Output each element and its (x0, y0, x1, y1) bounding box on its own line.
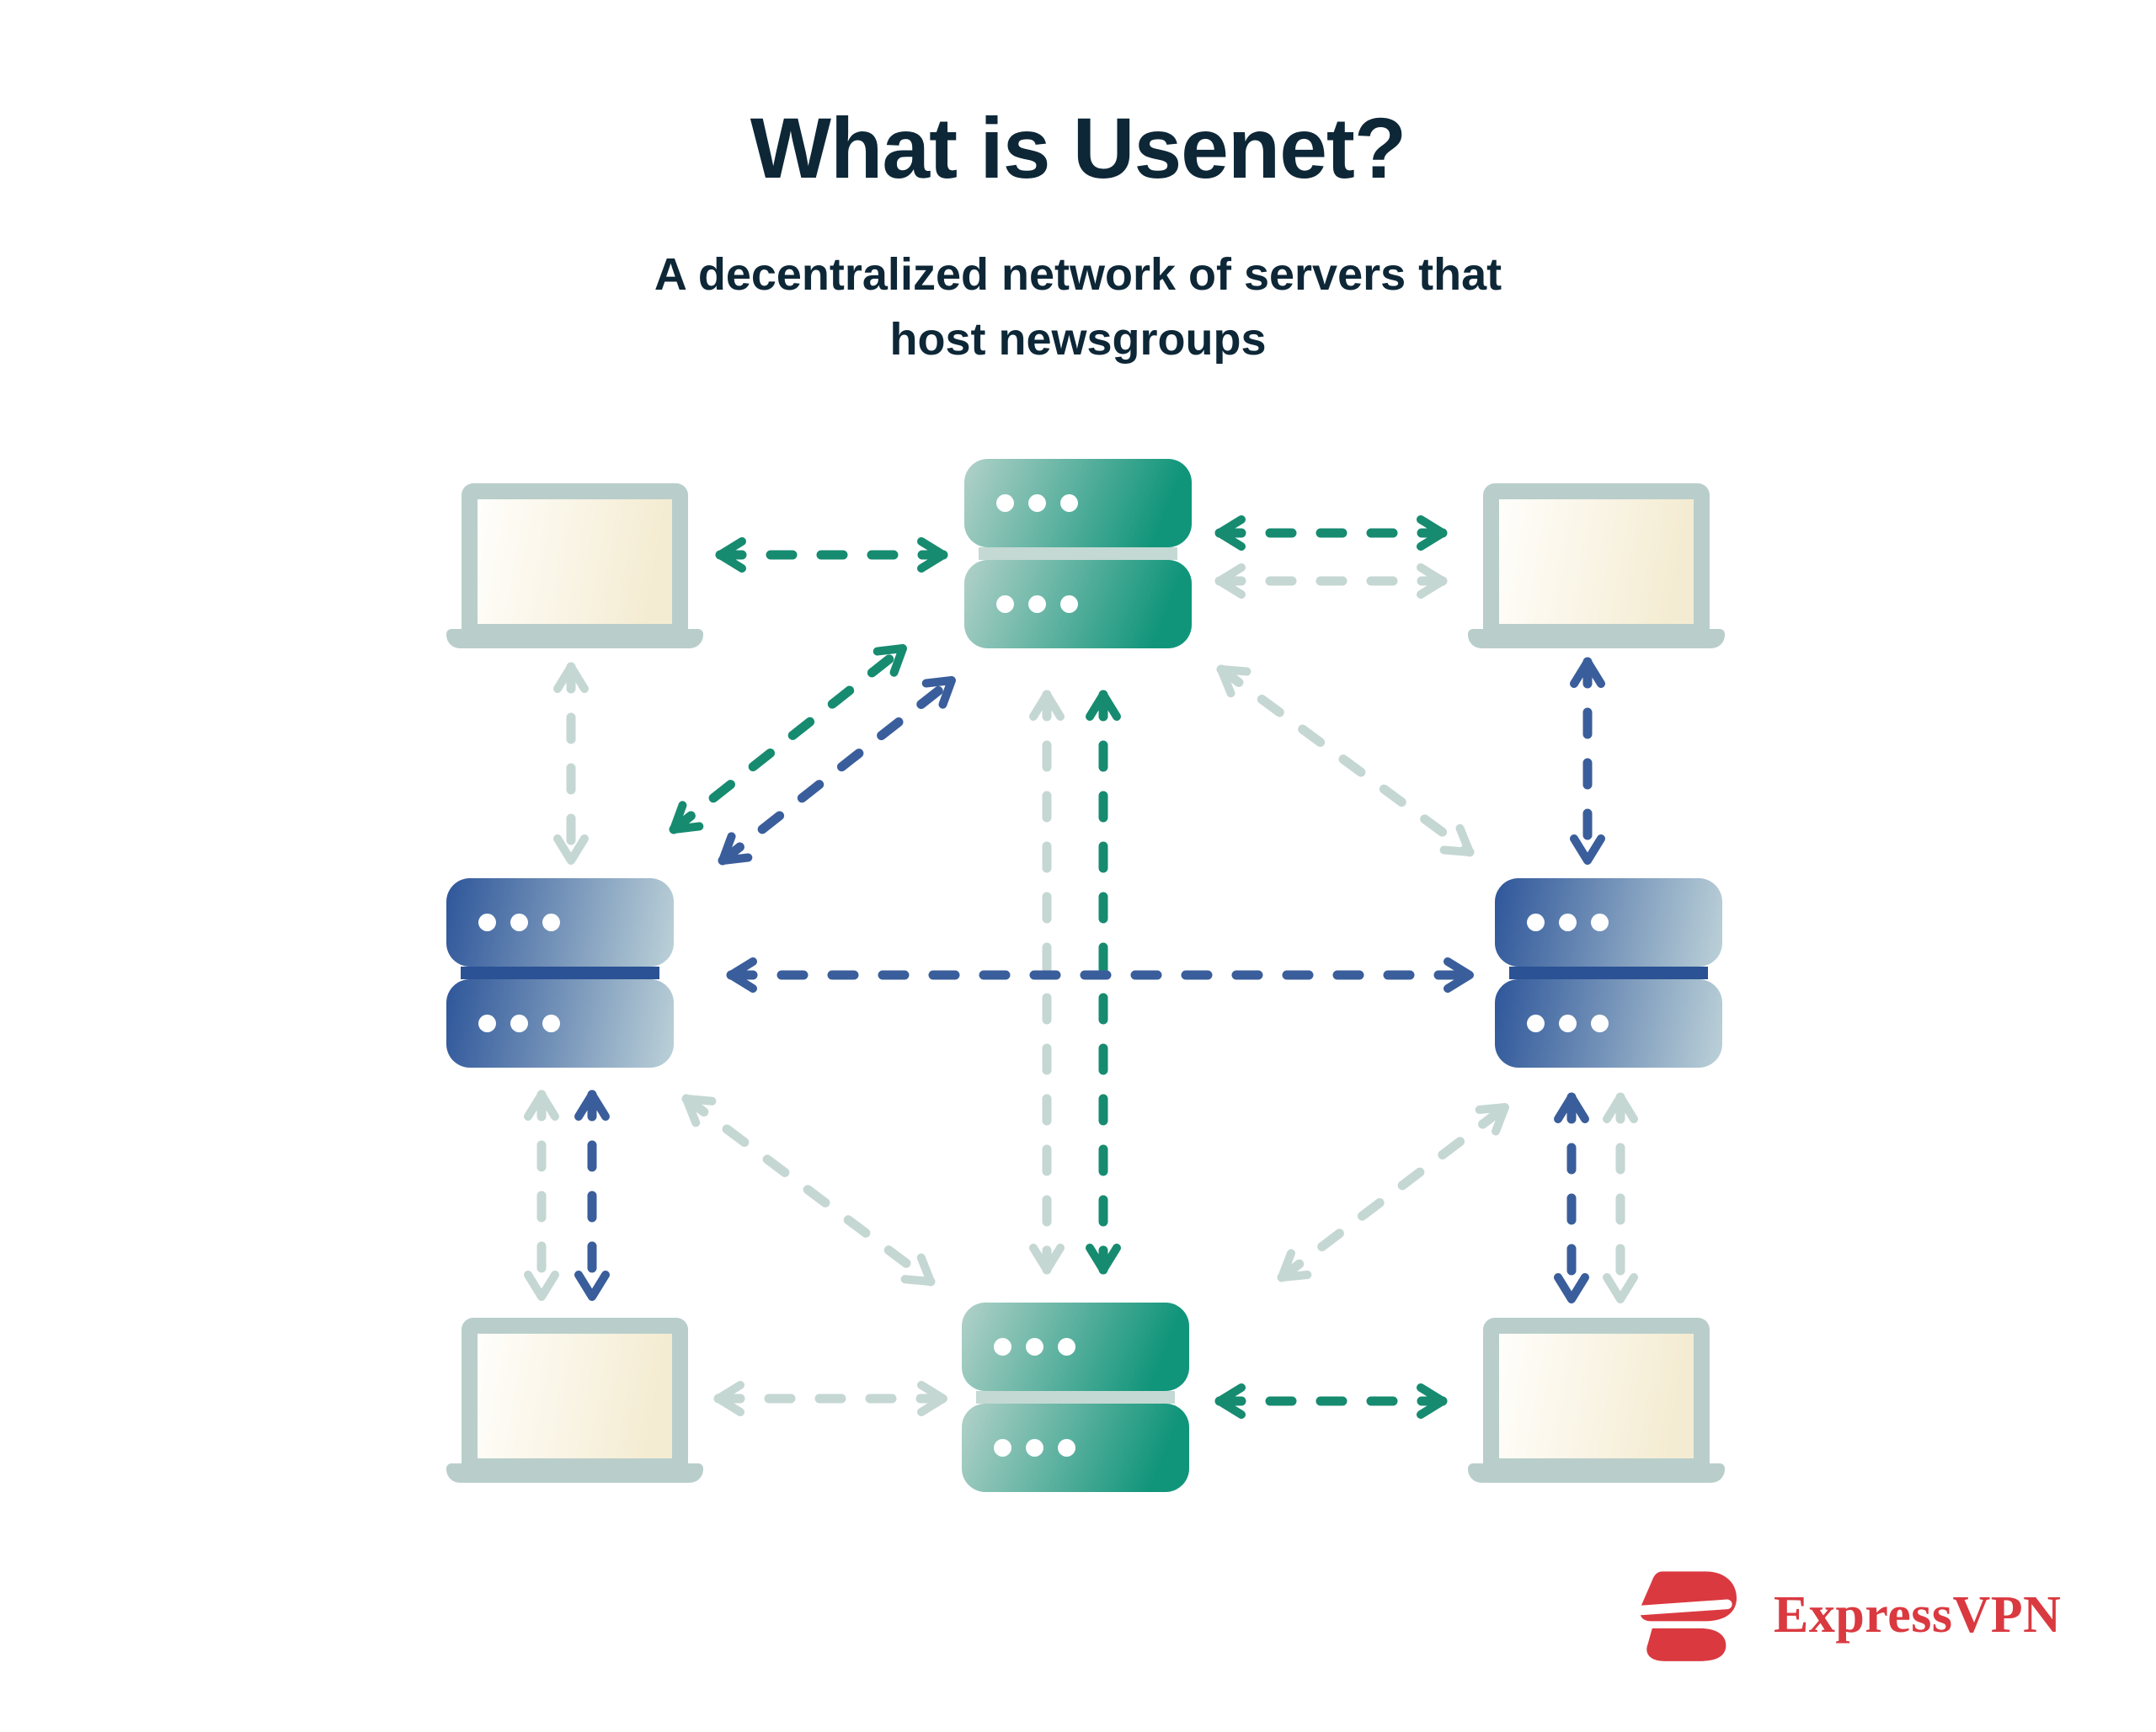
server-slab-top (964, 459, 1192, 547)
laptop-bottom-right (1468, 1318, 1725, 1483)
server-bottom (962, 1303, 1189, 1492)
laptop-base (446, 629, 703, 648)
server-led-dot (996, 494, 1014, 512)
laptop-screen-glass (1499, 499, 1694, 624)
server-led-dot (1527, 914, 1545, 931)
subtitle-line-1: A decentralized network of servers that (654, 249, 1502, 300)
page-subtitle: A decentralized network of servers that h… (0, 242, 2156, 371)
laptop-screen (1483, 483, 1710, 632)
server-led-dot (1058, 1439, 1075, 1457)
expressvpn-wordmark: ExpressVPN (1774, 1585, 2062, 1644)
laptop-base (1468, 1463, 1725, 1483)
arrow-server-left--server-bottom (681, 1094, 936, 1287)
server-led-dot (510, 914, 528, 931)
arrow-server-left--server-top-navy (718, 675, 957, 866)
arrow-server-left--server-top-green (669, 643, 908, 834)
arrow-server-right--server-bottom (1277, 1102, 1510, 1282)
server-slab-bottom (964, 560, 1192, 648)
laptop-base (1468, 629, 1725, 648)
laptop-screen-glass (1499, 1334, 1694, 1458)
laptop-screen (462, 1318, 688, 1466)
server-led-dot (542, 914, 560, 931)
server-led-dot (1026, 1338, 1043, 1356)
server-right (1495, 878, 1722, 1068)
server-led-dot (1527, 1015, 1545, 1032)
laptop-screen-glass (478, 499, 672, 624)
subtitle-line-2: host newsgroups (889, 313, 1267, 365)
server-led-dot (1591, 914, 1609, 931)
server-led-dot (1060, 494, 1078, 512)
server-led-dot (478, 914, 496, 931)
laptop-top-right (1468, 483, 1725, 648)
server-slab-top (962, 1303, 1189, 1391)
server-slab-bottom (1495, 979, 1722, 1068)
server-led-dot (1559, 1015, 1577, 1032)
server-led-dot (1026, 1439, 1043, 1457)
laptop-bottom-left (446, 1318, 703, 1483)
brand-footer: ExpressVPN (1625, 1566, 2061, 1664)
server-slab-top (1495, 878, 1722, 967)
server-top (964, 459, 1192, 648)
server-left (446, 878, 674, 1068)
server-led-dot (1060, 595, 1078, 613)
server-divider (979, 547, 1177, 560)
server-led-dot (478, 1015, 496, 1032)
server-led-dot (1058, 1338, 1075, 1356)
laptop-screen (462, 483, 688, 632)
laptop-base (446, 1463, 703, 1483)
server-led-dot (510, 1015, 528, 1032)
laptop-top-left (446, 483, 703, 648)
server-slab-bottom (962, 1404, 1189, 1492)
server-led-dot (1028, 595, 1046, 613)
expressvpn-logo-icon (1632, 1571, 1737, 1661)
server-divider (976, 1391, 1175, 1404)
server-slab-bottom (446, 979, 674, 1068)
laptop-screen (1483, 1318, 1710, 1466)
server-divider (461, 967, 659, 979)
laptop-screen-glass (478, 1334, 672, 1458)
arrow-server-top--server-right (1216, 664, 1475, 857)
page-title: What is Usenet? (750, 100, 1406, 196)
server-led-dot (994, 1338, 1011, 1356)
server-slab-top (446, 878, 674, 967)
server-led-dot (1559, 914, 1577, 931)
server-led-dot (542, 1015, 560, 1032)
server-led-dot (1028, 494, 1046, 512)
server-divider (1509, 967, 1708, 979)
server-led-dot (1591, 1015, 1609, 1032)
server-led-dot (994, 1439, 1011, 1457)
server-led-dot (996, 595, 1014, 613)
